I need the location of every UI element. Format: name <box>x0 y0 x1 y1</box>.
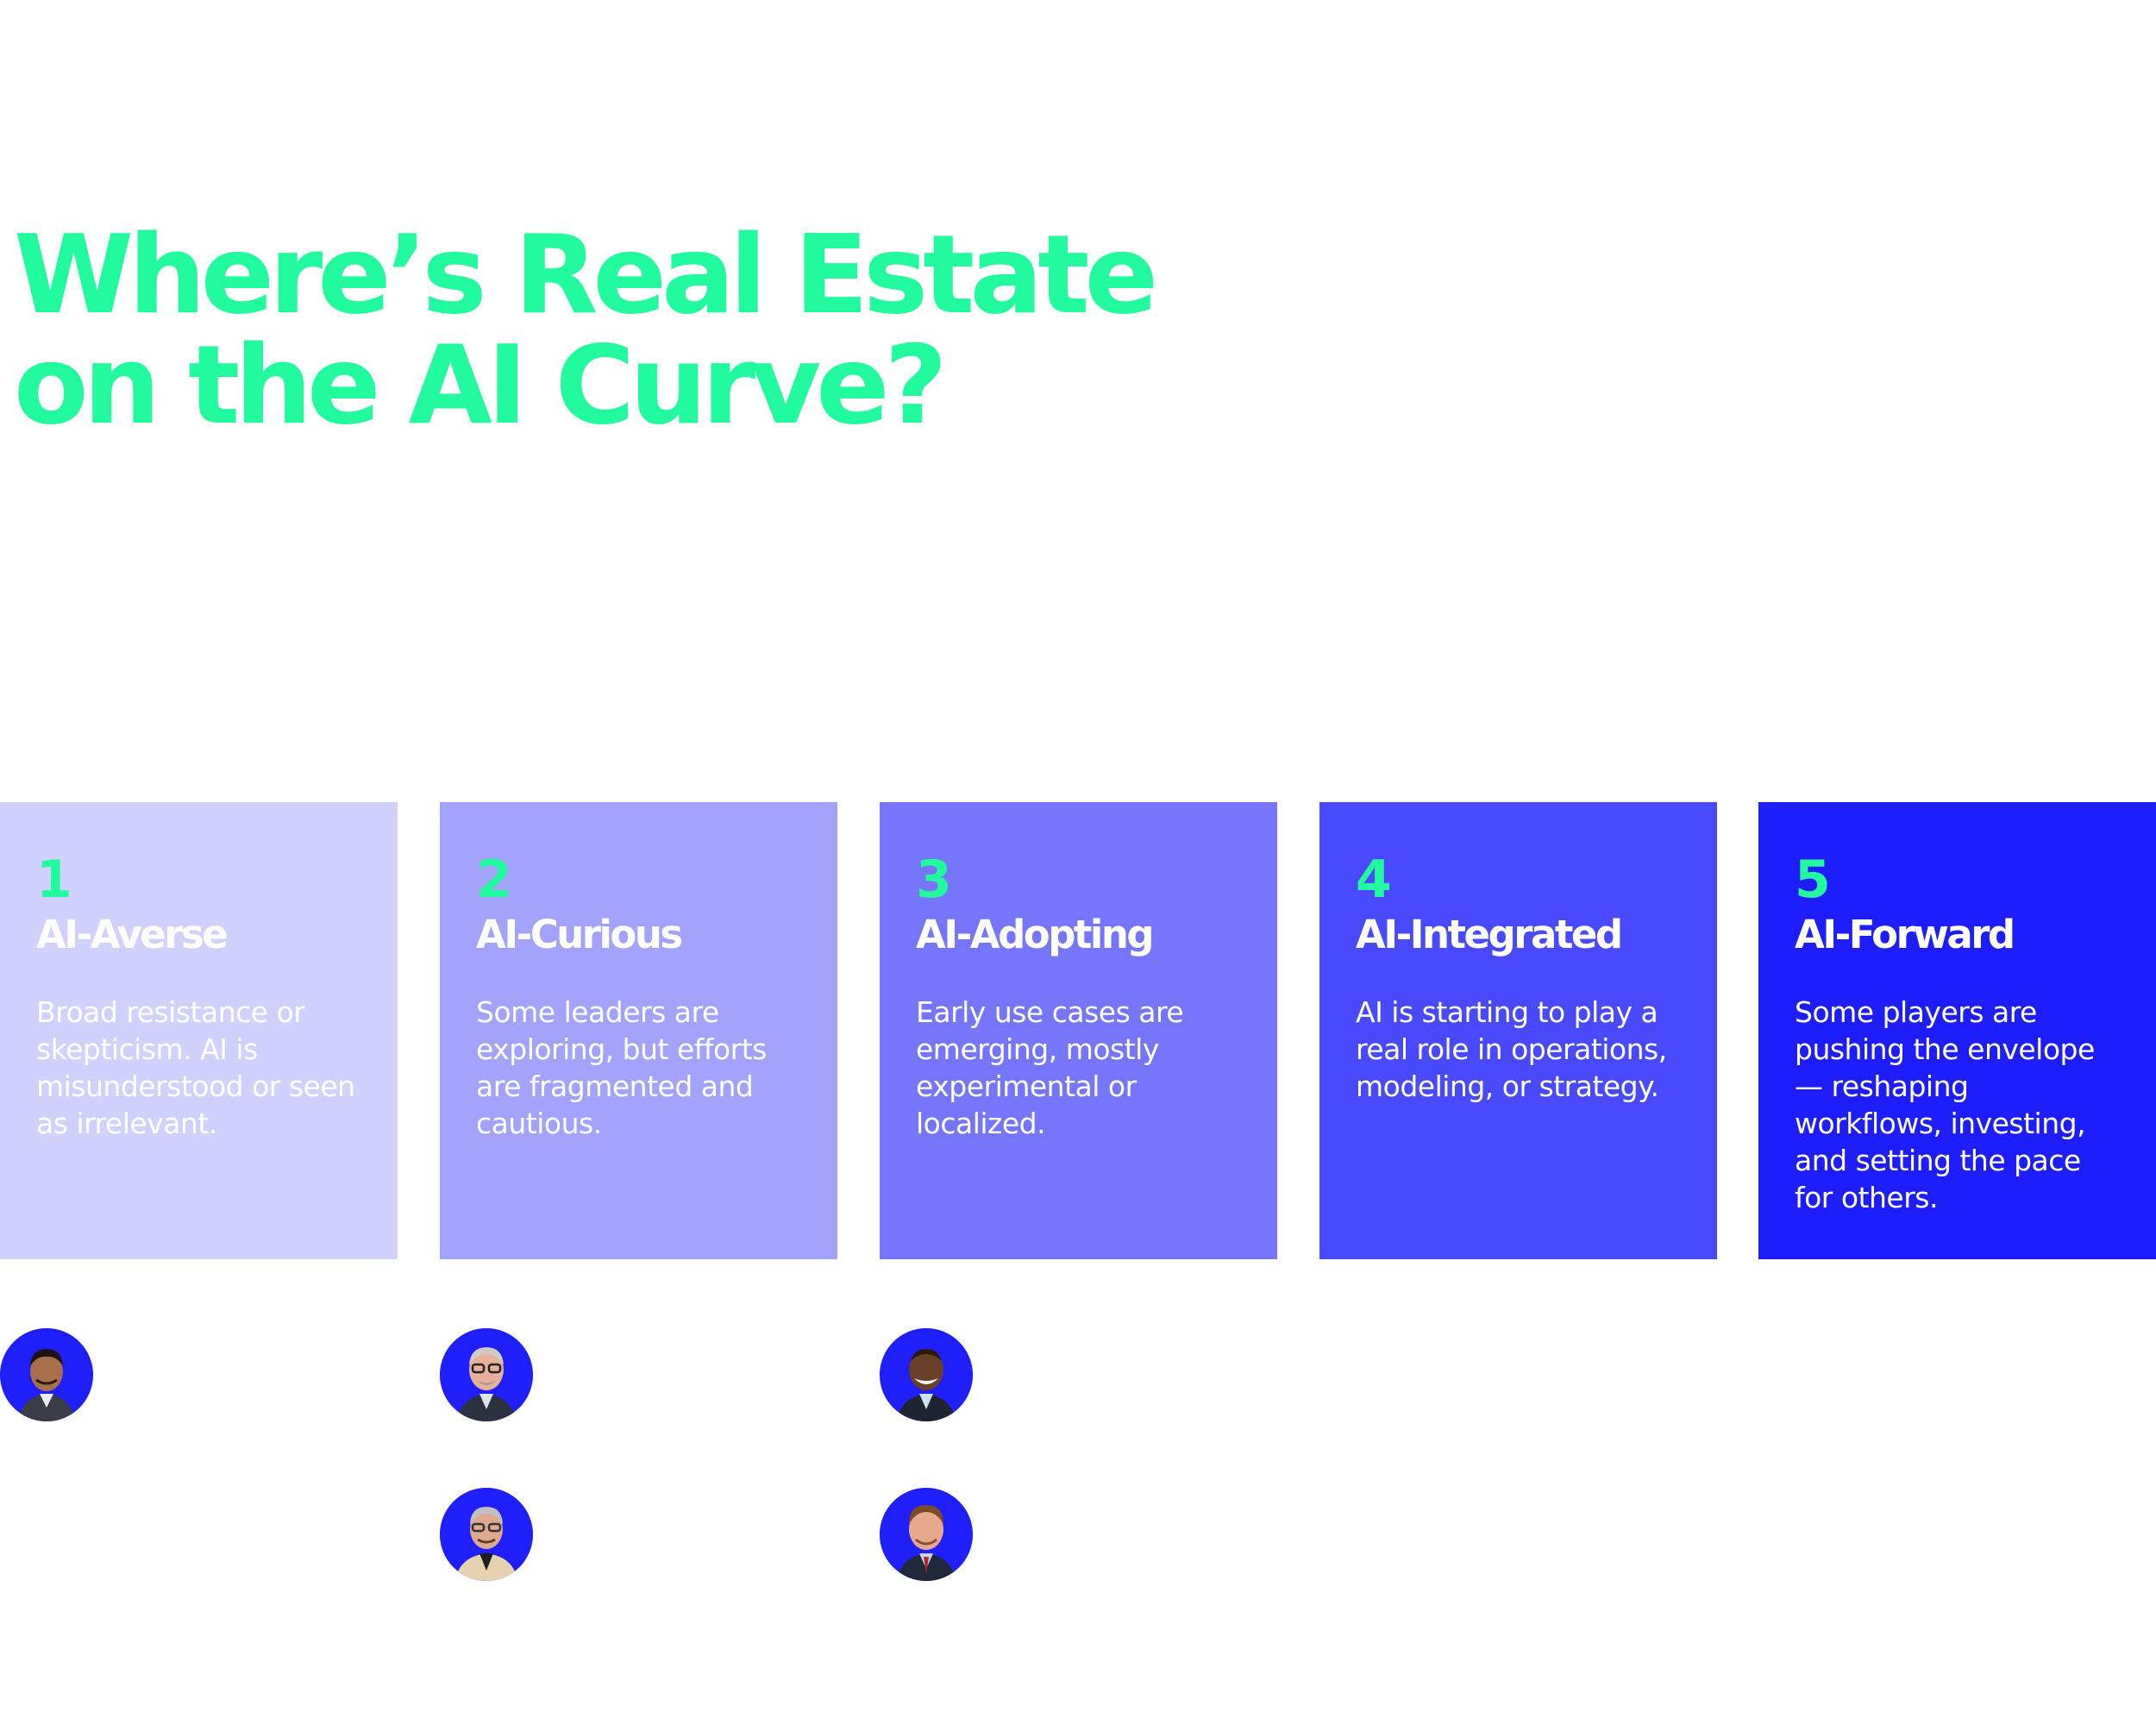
page-title-line-1: Where’s Real Estate <box>14 211 1158 338</box>
stage-name: AI-Integrated <box>1356 912 1623 957</box>
stage-card-5: 5 AI-Forward Some players are pushing th… <box>1758 802 2156 1259</box>
person-avatar-icon <box>880 1488 973 1581</box>
stage-card-4: 4 AI-Integrated AI is starting to play a… <box>1319 802 1717 1259</box>
stage-name: AI-Averse <box>36 912 229 957</box>
person-avatar-icon <box>440 1488 533 1581</box>
page-title: Where’s Real Estate on the AI Curve? <box>14 220 1307 441</box>
stage-description: Some players are pushing the envelope — … <box>1795 995 2095 1214</box>
stage-description: Broad resistance or skepticism. AI is mi… <box>36 995 355 1140</box>
stage-number: 3 <box>916 850 952 910</box>
stage-description: Some leaders are exploring, but efforts … <box>476 995 767 1140</box>
stage-name: AI-Adopting <box>916 912 1155 957</box>
person-avatar-icon <box>0 1328 93 1421</box>
stage-name: AI-Curious <box>476 912 683 957</box>
stage-card-3: 3 AI-Adopting Early use cases are emergi… <box>880 802 1277 1259</box>
person-avatar-icon <box>440 1328 533 1421</box>
stage-number: 5 <box>1795 850 1831 910</box>
stage-number: 2 <box>476 850 512 910</box>
stage-number: 1 <box>36 850 72 910</box>
stage-description: Early use cases are emerging, mostly exp… <box>916 995 1184 1140</box>
person-avatar-icon <box>880 1328 973 1421</box>
stage-number: 4 <box>1356 850 1392 910</box>
stage-card-1: 1 AI-Averse Broad resistance or skeptici… <box>0 802 398 1259</box>
stage-name: AI-Forward <box>1795 912 2015 957</box>
stage-card-2: 2 AI-Curious Some leaders are exploring,… <box>440 802 837 1259</box>
page-title-line-2: on the AI Curve? <box>14 322 948 448</box>
stage-description: AI is starting to play a real role in op… <box>1356 995 1667 1103</box>
